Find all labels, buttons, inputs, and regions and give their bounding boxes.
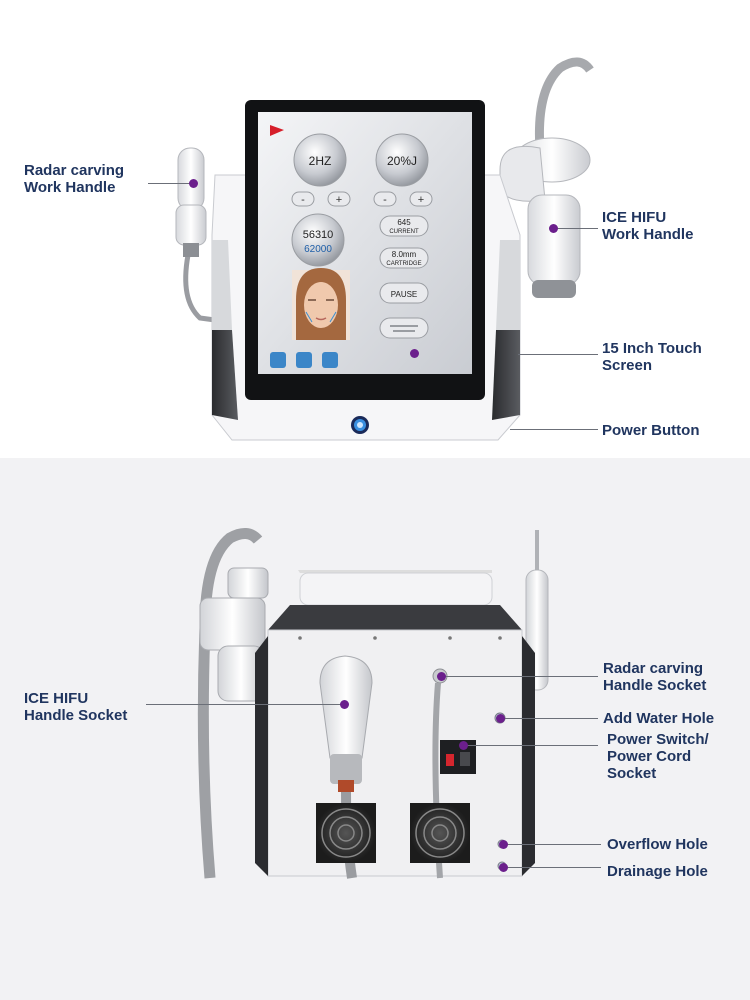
energy-readout: 20%J xyxy=(387,154,417,168)
energy-minus: - xyxy=(383,194,387,206)
label-overflow-hole: Overflow Hole xyxy=(607,836,708,853)
label-ice-hifu-work-handle: ICE HIFU Work Handle xyxy=(602,209,694,243)
marker-ice-hifu-socket xyxy=(340,700,349,709)
leader-ice-hifu-handle xyxy=(553,228,598,229)
marker-touch-screen xyxy=(410,349,419,358)
current-value: 645 xyxy=(397,218,411,227)
marker-radar-handle xyxy=(189,179,198,188)
current-label: CURRENT xyxy=(389,229,419,235)
cartridge-label: CARTRIDGE xyxy=(386,261,421,267)
pause-button-label: PAUSE xyxy=(391,290,418,299)
back-device-illustration xyxy=(197,528,549,879)
marker-overflow xyxy=(499,840,508,849)
freq-plus: + xyxy=(336,194,342,206)
freq-minus: - xyxy=(301,194,305,206)
leader-power-button xyxy=(510,429,598,430)
label-power-button: Power Button xyxy=(602,422,700,439)
label-ice-hifu-handle-socket: ICE HIFU Handle Socket xyxy=(24,690,128,724)
label-drainage-hole: Drainage Hole xyxy=(607,863,708,880)
leader-ice-hifu-socket xyxy=(146,704,344,705)
count-top: 56310 xyxy=(303,229,334,241)
label-power-switch-socket: Power Switch/ Power Cord Socket xyxy=(607,731,709,782)
leader-overflow xyxy=(503,844,601,845)
cartridge-value: 8.0mm xyxy=(392,250,417,259)
front-device-illustration: 2HZ 20%J - + - + 56310 62000 645 CURRENT… xyxy=(175,57,594,441)
freq-readout: 2HZ xyxy=(309,154,332,168)
marker-radar-socket xyxy=(437,672,446,681)
leader-drainage xyxy=(503,867,601,868)
leader-radar-handle xyxy=(148,183,193,184)
label-touch-screen: 15 Inch Touch Screen xyxy=(602,340,702,374)
label-radar-carving-work-handle: Radar carving Work Handle xyxy=(24,162,125,196)
leader-power-switch xyxy=(463,745,598,746)
face-illustration xyxy=(292,268,350,340)
leader-radar-socket xyxy=(441,676,598,677)
label-add-water-hole: Add Water Hole xyxy=(603,710,715,727)
label-radar-carving-handle-socket: Radar carving Handle Socket xyxy=(603,660,707,694)
count-bottom: 62000 xyxy=(304,244,332,255)
marker-add-water xyxy=(496,714,505,723)
energy-plus: + xyxy=(418,194,424,206)
leader-touch-screen xyxy=(518,354,598,355)
marker-drainage xyxy=(499,863,508,872)
marker-power-switch xyxy=(459,741,468,750)
leader-add-water xyxy=(500,718,598,719)
marker-ice-hifu-handle xyxy=(549,224,558,233)
